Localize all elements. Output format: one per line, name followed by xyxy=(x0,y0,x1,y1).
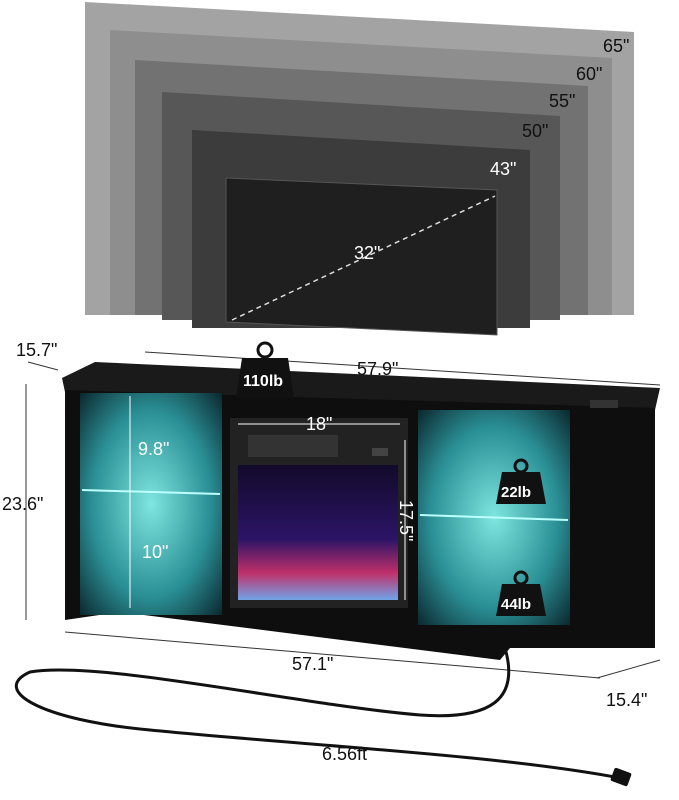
fireplace-vent xyxy=(248,435,338,457)
shelf-upper-label: 9.8" xyxy=(138,439,169,459)
depth-bottom-line xyxy=(596,659,661,679)
fireplace-width-label: 18" xyxy=(306,414,332,434)
stand-top xyxy=(62,362,660,410)
width-bottom-label: 57.1" xyxy=(292,654,333,674)
weight-handle xyxy=(256,341,274,359)
size-label-60: 60" xyxy=(576,64,602,84)
depth-bottom-label: 15.4" xyxy=(606,690,647,710)
weight-icon xyxy=(496,584,546,616)
fireplace-controls xyxy=(372,448,388,456)
width-bottom-line xyxy=(64,631,601,679)
tv-size-layers: 65" 60" 55" 50" 43" 32" xyxy=(85,2,634,336)
left-shelf xyxy=(81,489,221,495)
depth-top-label: 15.7" xyxy=(16,340,57,360)
fireplace-height-label: 17.5" xyxy=(396,500,416,541)
tv-32-screen xyxy=(225,177,498,336)
weight-icon xyxy=(496,472,546,504)
power-cord xyxy=(15,647,621,780)
height-label: 23.6" xyxy=(2,494,43,514)
size-label-65: 65" xyxy=(603,36,629,56)
left-cabinet-glass xyxy=(80,393,222,615)
weight-110lb: 110lb xyxy=(236,341,294,398)
tv-stand xyxy=(62,362,660,660)
weight-icon xyxy=(236,358,294,398)
diagonal-dashed-line xyxy=(231,195,496,321)
size-label-43: 43" xyxy=(490,159,516,179)
weight-label-shelf: 22lb xyxy=(501,484,531,501)
size-label-55: 55" xyxy=(549,91,575,111)
width-top-line xyxy=(144,351,661,386)
right-shelf xyxy=(419,514,569,521)
cord-length-label: 6.56ft xyxy=(322,744,367,764)
power-plug-icon xyxy=(610,767,632,787)
weight-handle xyxy=(513,458,529,474)
usb-port xyxy=(590,400,618,408)
weight-44lb: 44lb xyxy=(496,570,546,616)
weight-handle xyxy=(513,570,529,586)
size-label-32: 32" xyxy=(354,243,380,263)
fireplace-flames xyxy=(238,465,398,600)
depth-top-line xyxy=(27,361,59,371)
weight-label-bottom: 44lb xyxy=(501,596,531,613)
weight-label-top: 110lb xyxy=(243,373,283,390)
width-top-label: 57.9" xyxy=(357,359,398,379)
size-label-50: 50" xyxy=(522,121,548,141)
shelf-lower-label: 10" xyxy=(142,542,168,562)
weight-22lb: 22lb xyxy=(496,458,546,504)
